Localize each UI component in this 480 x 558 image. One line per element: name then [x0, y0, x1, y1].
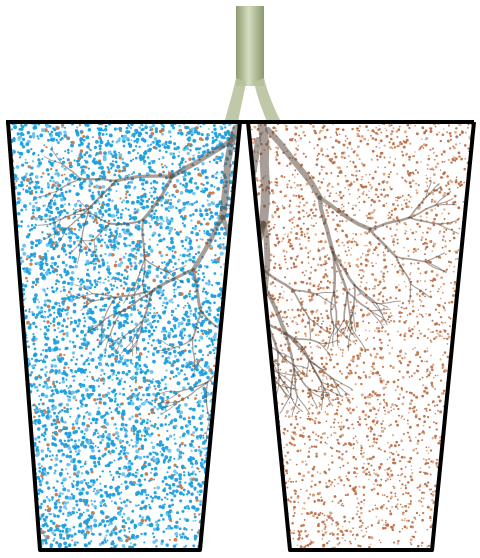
root-segment	[217, 387, 225, 407]
root-segment	[238, 362, 243, 372]
root-segment	[238, 339, 250, 376]
root-segment	[257, 389, 261, 407]
root-segment	[216, 396, 226, 411]
root-segment	[222, 329, 228, 347]
root-segment	[270, 406, 273, 424]
root-segment	[226, 396, 231, 414]
root-segment	[258, 370, 262, 395]
root-segment	[224, 376, 239, 398]
root-segment	[229, 385, 247, 397]
root-segment	[234, 376, 239, 403]
root-segment	[256, 369, 260, 382]
root-segment	[227, 403, 233, 422]
root-segment	[230, 339, 250, 367]
root-segment	[248, 323, 263, 344]
root-segment	[229, 385, 231, 405]
root-segment	[229, 313, 231, 332]
root-segment	[230, 299, 252, 314]
root-segment	[251, 323, 254, 338]
root-segment	[237, 338, 259, 344]
root-segment	[250, 339, 261, 370]
root-segment	[227, 362, 236, 384]
root-segment	[247, 399, 248, 415]
root-segment	[239, 323, 251, 336]
root-segment	[235, 286, 238, 332]
root-segment	[235, 393, 236, 412]
root-segment	[262, 124, 265, 224]
root-segment	[260, 369, 268, 379]
root-segment	[244, 396, 258, 411]
root-segment	[230, 331, 235, 368]
root-segment	[249, 323, 251, 339]
root-segment	[237, 338, 248, 354]
root-segment	[252, 360, 257, 388]
root-segment	[227, 346, 238, 359]
root-segment	[227, 327, 236, 362]
root-segment	[222, 386, 228, 403]
root-segment	[135, 285, 136, 306]
root-segment	[257, 389, 267, 409]
root-segment	[238, 323, 248, 346]
root-segment	[235, 344, 263, 379]
root-segment	[230, 368, 242, 393]
root-segment	[222, 362, 227, 385]
root-segment	[227, 347, 230, 361]
root-segment	[215, 399, 224, 416]
root-segment	[244, 283, 248, 323]
root-segment	[258, 396, 260, 412]
root-segment	[238, 376, 247, 399]
root-segment	[234, 286, 238, 344]
root-segment	[252, 266, 259, 298]
plant-stem	[224, 6, 282, 124]
root-segment	[229, 385, 234, 405]
root-segment	[243, 313, 251, 325]
root-segment	[263, 379, 269, 406]
root-segment	[226, 368, 231, 397]
root-segment	[254, 352, 260, 369]
root-segment	[242, 392, 247, 409]
root-segment	[236, 327, 252, 360]
root-segment	[242, 392, 252, 406]
root-segment	[39, 219, 61, 220]
root-segment	[227, 403, 233, 423]
root-segment	[254, 352, 271, 359]
root-segment	[243, 323, 256, 325]
root-segment	[217, 388, 218, 406]
root-segment	[236, 385, 248, 395]
root-segment	[231, 362, 238, 372]
root-segment	[221, 347, 228, 358]
root-segment	[236, 284, 250, 327]
root-segment	[235, 393, 245, 409]
root-segment	[247, 399, 263, 407]
root-segment	[230, 367, 235, 392]
root-segment	[240, 392, 243, 409]
root-segment	[222, 325, 243, 329]
root-segment	[236, 385, 241, 402]
root-segment	[223, 358, 227, 371]
root-segment	[251, 299, 252, 324]
root-segment	[234, 403, 239, 424]
root-segment	[227, 347, 234, 357]
root-segment	[235, 331, 254, 352]
root-segment	[250, 289, 265, 339]
root-segment	[220, 359, 230, 385]
root-segment	[236, 385, 243, 401]
root-segment	[217, 368, 230, 388]
